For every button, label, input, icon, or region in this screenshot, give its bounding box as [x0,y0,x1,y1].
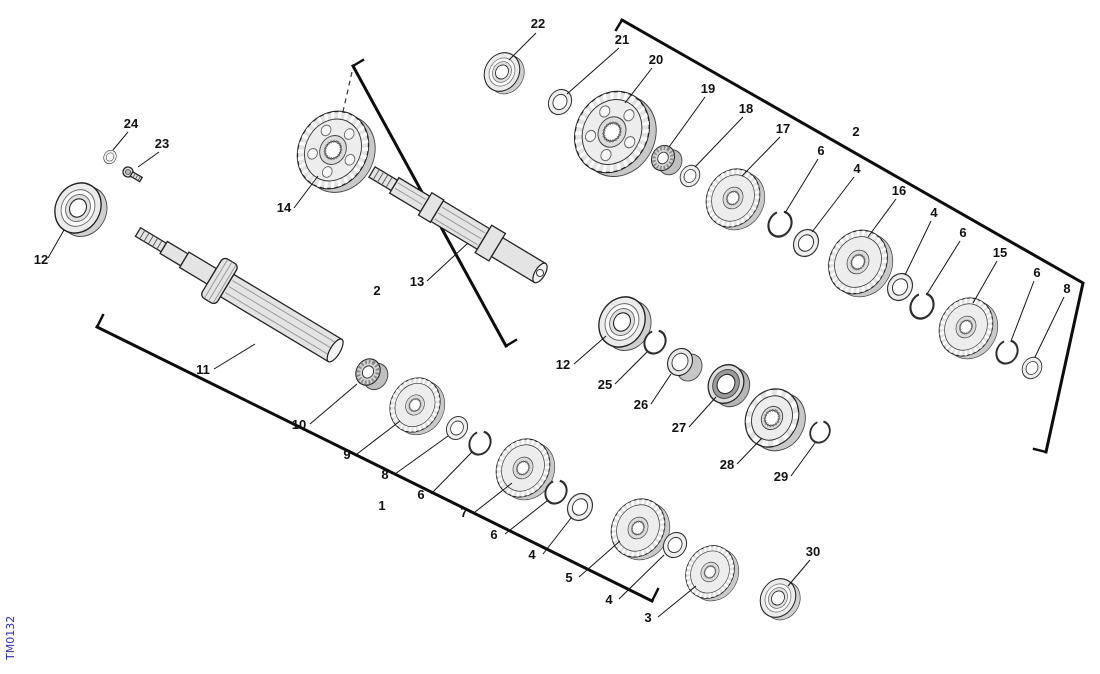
callout-4-a: 4 [853,161,861,176]
callout-23: 23 [155,136,169,151]
splined-bushing-10 [351,354,392,394]
callout-18: 18 [739,101,753,116]
callout-group-2-middle: 2 [373,283,380,298]
washer-24 [100,147,120,167]
callout-4-b: 4 [930,205,938,220]
callout-6-c: 6 [1033,265,1040,280]
callout-6-d: 6 [417,487,424,502]
snap-ring-6-b [904,288,940,324]
bearing-27 [700,357,758,414]
gear-9 [380,369,454,444]
assembly-bracket-2-top [614,17,1085,454]
bearing-30 [752,571,808,627]
bolt-23 [122,166,144,183]
spacer-bushing-26 [662,343,708,387]
gear-20 [560,78,671,190]
callout-3: 3 [644,610,651,625]
callout-5: 5 [565,570,572,585]
callout-8-a: 8 [1063,281,1070,296]
callout-14: 14 [277,200,292,215]
callout-labels: 22 21 20 19 18 17 6 4 2 16 4 6 15 6 8 24… [34,16,1071,625]
bearing-22 [476,45,532,101]
callout-7: 7 [460,505,467,520]
callout-6-a: 6 [817,143,824,158]
bearing-12-a [45,173,117,246]
callout-group-2-top: 2 [852,124,859,139]
callout-29: 29 [774,469,788,484]
callout-25: 25 [598,377,612,392]
drawing-code: TM0132 [4,616,17,661]
snap-ring-6-a [762,206,798,242]
gear-5 [601,489,680,569]
callout-13: 13 [410,274,424,289]
callout-group-1: 1 [378,498,385,513]
callout-4-d: 4 [605,592,613,607]
gear-17 [696,159,775,239]
callout-19: 19 [701,81,715,96]
callout-16: 16 [892,183,906,198]
main-shaft-11 [134,226,344,363]
callout-12-a: 12 [34,252,48,267]
leader-lines [47,32,1065,618]
countershaft-13 [368,165,548,284]
callout-22: 22 [531,16,545,31]
bearing-12-b [589,287,661,360]
gear-3 [676,537,748,610]
callout-6-b: 6 [959,225,966,240]
washer-4-c [562,488,598,526]
washer-8-a [1017,353,1047,383]
washer-8-b [441,412,473,444]
callout-26: 26 [634,397,648,412]
callout-12-b: 12 [556,357,570,372]
snap-ring-6-c [991,335,1023,369]
callout-27: 27 [672,420,686,435]
callout-15: 15 [993,245,1007,260]
callout-21: 21 [615,32,629,47]
callout-28: 28 [720,457,734,472]
alignment-dashed-line [341,71,353,117]
gear-7 [486,429,565,509]
callout-6-e: 6 [490,527,497,542]
snap-ring-29 [805,416,835,448]
callout-9: 9 [343,447,350,462]
callout-4-c: 4 [528,547,536,562]
callout-17: 17 [776,121,790,136]
callout-10: 10 [292,417,306,432]
callout-11: 11 [196,362,210,377]
washer-4-a [788,224,824,262]
callout-24: 24 [124,116,139,131]
callout-30: 30 [806,544,820,559]
parts-layer [45,45,1047,627]
callout-8-b: 8 [381,467,388,482]
assembly-bracket-1 [94,313,660,604]
callout-20: 20 [649,52,663,67]
gear-14 [284,98,390,205]
